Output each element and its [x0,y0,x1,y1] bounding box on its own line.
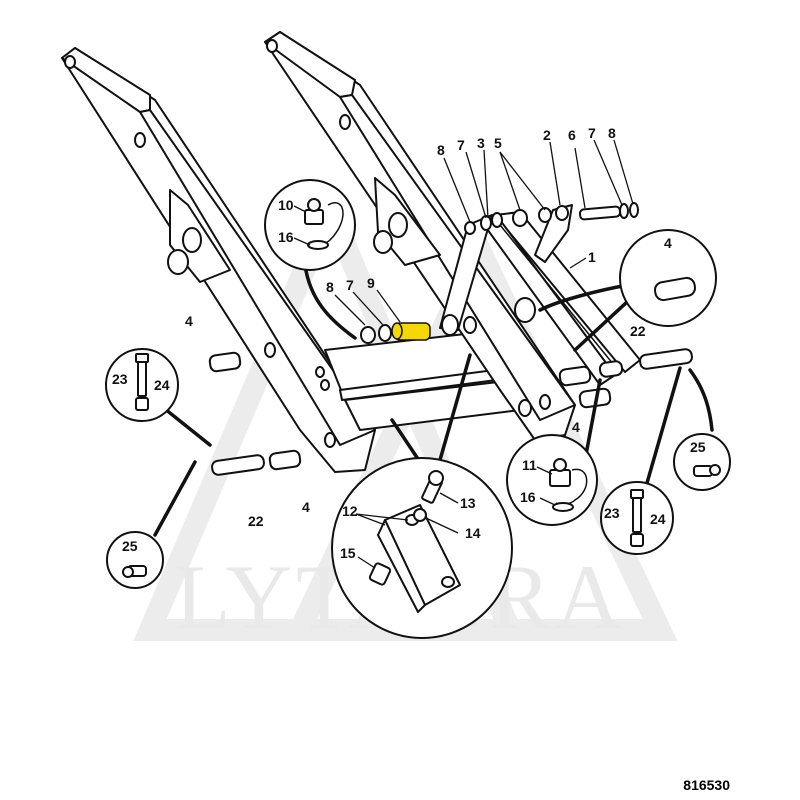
callout-labels: 1 2 3 4 4 4 4 5 6 7 7 7 8 8 8 9 10 11 12… [112,125,706,561]
callout-25-left: 25 [122,538,138,554]
callout-22-right: 22 [630,323,646,339]
left-boom-arm [61,47,376,473]
callout-23-right: 23 [604,505,620,521]
callout-4-bottom: 4 [302,499,310,515]
drawing-number: 816530 [683,777,730,793]
cables [153,263,714,537]
callout-12: 12 [342,503,358,519]
callout-4-left: 4 [185,313,193,329]
detail-circle-bushing [619,229,717,327]
callout-15: 15 [340,545,356,561]
bushing-group [360,322,431,344]
pin-top-right [578,202,639,221]
right-boom-arm [264,31,576,441]
callout-10: 10 [278,197,294,213]
callout-11: 11 [522,457,537,473]
callout-4-right: 4 [572,419,580,435]
callout-5: 5 [494,135,502,151]
callout-7-top: 7 [457,137,465,153]
bushings [208,351,624,471]
callout-24-left: 24 [154,377,170,393]
callout-16-right: 16 [520,489,536,505]
callout-23-left: 23 [112,371,128,387]
detail-circle-grease-fitting-right [673,433,731,491]
cross-beam [315,329,521,431]
callout-25-right: 25 [690,439,706,455]
callout-8-left: 8 [326,279,334,295]
leader-lines [293,139,634,569]
detail-circle-grease-fitting-left [106,531,164,589]
callout-7-left: 7 [346,277,354,293]
pins [211,348,693,476]
callout-3: 3 [477,135,485,151]
callout-6: 6 [568,127,576,143]
callout-16-top: 16 [278,229,294,245]
callout-9: 9 [367,275,375,291]
detail-circle-wear-plate [331,457,513,639]
callout-13: 13 [460,495,476,511]
callout-8-top: 8 [437,142,445,158]
detail-circle-grease-nipple-top [264,179,356,271]
callout-2: 2 [543,127,551,143]
callout-24-right: 24 [650,511,666,527]
callout-4-detail: 4 [664,235,672,251]
callout-7-right: 7 [588,125,596,141]
detail-circle-bolt-right [600,481,674,555]
detail-circle-bolt-left [105,348,179,422]
callout-14: 14 [465,525,481,541]
callout-1: 1 [588,249,596,265]
callout-8-right: 8 [608,125,616,141]
detail-circle-grease-nipple-right [506,434,598,526]
callout-22-left: 22 [248,513,264,529]
